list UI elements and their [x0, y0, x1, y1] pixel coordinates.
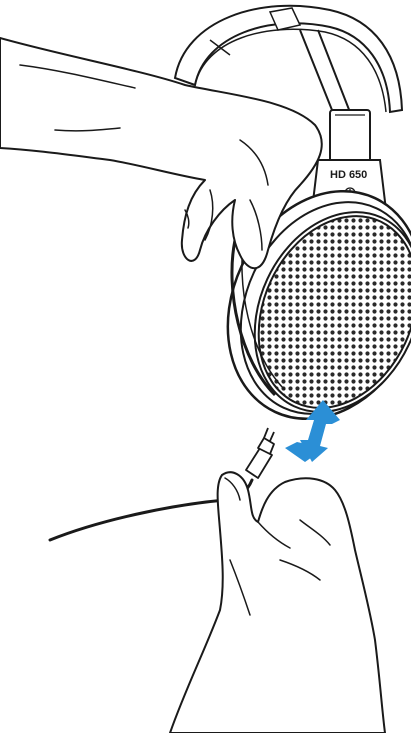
lower-hand — [170, 472, 385, 733]
model-label: HD 650 — [330, 169, 367, 181]
upper-hand — [0, 38, 322, 268]
cable-plug — [246, 428, 274, 478]
